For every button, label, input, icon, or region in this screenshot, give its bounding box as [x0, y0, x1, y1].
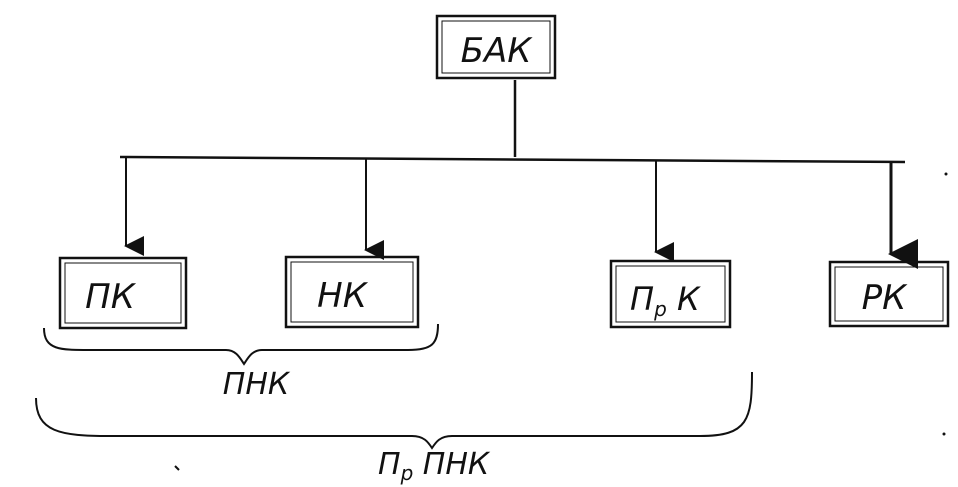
node-rk-label: РК	[862, 278, 909, 318]
node-rk: РК	[828, 260, 950, 328]
brace-pnk-label: ПНК	[223, 367, 291, 402]
node-prk-label: Пр К	[630, 280, 701, 321]
brace-pnk: ПНК	[43, 323, 439, 402]
node-prk-tail: К	[667, 280, 701, 318]
node-pk-label: ПК	[85, 277, 137, 317]
brace-prpnk-sub: р	[400, 461, 414, 485]
brace-prpnk-tail: ПНК	[413, 447, 491, 482]
scan-specks	[174, 172, 948, 471]
root-label: БАК	[461, 31, 534, 71]
node-prk-main: П	[630, 280, 654, 318]
node-nk: НК	[284, 255, 420, 329]
brace-prpnk-label: Пр ПНК	[378, 447, 491, 485]
connectors	[119, 80, 918, 269]
root-node: БАК	[435, 14, 557, 80]
brace-prpnk-main: П	[378, 447, 401, 482]
node-prk: Пр К	[609, 259, 732, 329]
node-nk-label: НК	[317, 276, 369, 316]
brace-prpnk: Пр ПНК	[35, 371, 753, 485]
node-prk-sub: р	[653, 297, 667, 321]
node-pk: ПК	[58, 256, 188, 330]
horizontal-bus	[119, 155, 906, 164]
